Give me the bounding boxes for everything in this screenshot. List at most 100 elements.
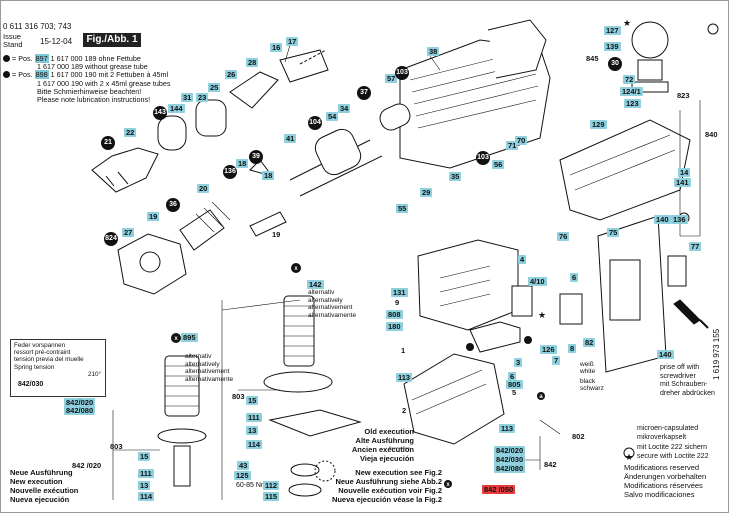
piston-part bbox=[314, 128, 362, 176]
part-139: 139 bbox=[604, 42, 621, 51]
part-126: 126 bbox=[540, 345, 557, 354]
part-124-1: 124/1 bbox=[620, 87, 643, 96]
issue-label: Issue Stand bbox=[3, 32, 23, 49]
circled-part-824: 824 bbox=[104, 232, 118, 246]
part-76: 76 bbox=[557, 232, 570, 241]
part-142: 142 bbox=[307, 280, 324, 289]
armature-alt-part bbox=[283, 295, 315, 367]
lubrication-notes: = Pos. 897 1 617 000 189 ohne Fettube 1 … bbox=[3, 54, 170, 104]
circled-part-136: 136 bbox=[223, 165, 237, 179]
part-131: 131 bbox=[391, 288, 408, 297]
part-842-050: 842 /050 bbox=[482, 485, 516, 494]
part-23: 23 bbox=[196, 93, 209, 102]
part-5: 5 bbox=[512, 388, 517, 397]
part-6: 6 bbox=[570, 273, 579, 282]
part-70: 70 bbox=[515, 136, 528, 145]
circled-part-39: 39 bbox=[249, 150, 263, 164]
part-13-left: 13 bbox=[138, 481, 151, 490]
circled-part-104: 104 bbox=[308, 116, 322, 130]
part-57: 57 bbox=[385, 74, 398, 83]
part-112: 112 bbox=[263, 481, 280, 490]
part-125: 125 bbox=[234, 471, 251, 480]
part-27: 27 bbox=[122, 228, 135, 237]
part-4: 4 bbox=[518, 255, 527, 264]
sleeve-part bbox=[157, 115, 187, 151]
part-14: 14 bbox=[678, 168, 691, 177]
circled-part-30: 30 bbox=[608, 57, 622, 71]
microen-note: microen-capsulated mikroverkapselt bbox=[637, 425, 699, 441]
part-26: 26 bbox=[225, 70, 238, 79]
svg-text:x: x bbox=[294, 266, 298, 272]
part-38: 38 bbox=[427, 47, 440, 56]
part-2: 2 bbox=[402, 406, 407, 415]
spindle-part bbox=[179, 209, 225, 251]
part-20: 20 bbox=[197, 184, 210, 193]
white-wire-label: weiß white bbox=[580, 361, 596, 375]
spring-tension-box: Feder vorspannen ressort pré-contraint t… bbox=[10, 339, 106, 397]
bullet-icon bbox=[3, 55, 10, 62]
star-icon: ★ bbox=[623, 19, 631, 29]
part-805: 805 bbox=[506, 380, 523, 389]
part-4-10: 4/10 bbox=[528, 277, 547, 286]
part-842-020-box: 842/020 bbox=[64, 398, 96, 407]
part-9: 9 bbox=[395, 298, 400, 307]
part-15: 15 bbox=[246, 396, 259, 405]
doc-number: 0 611 316 703; 743 bbox=[3, 22, 72, 31]
part-114: 114 bbox=[246, 440, 263, 449]
part-115: 115 bbox=[263, 492, 280, 501]
part-18-top: 18 bbox=[236, 159, 249, 168]
part-803-left: 803 bbox=[110, 442, 123, 451]
part-111: 111 bbox=[246, 413, 262, 422]
part-144: 144 bbox=[168, 104, 185, 113]
drawing-number: 1 619 973 155 bbox=[712, 328, 721, 380]
part-140: 140 bbox=[657, 350, 674, 359]
circled-part-21: 21 bbox=[101, 136, 115, 150]
part-75: 75 bbox=[607, 228, 620, 237]
torque-label: 60-85 Nm bbox=[236, 482, 267, 489]
part-823: 823 bbox=[677, 91, 690, 100]
part-127: 127 bbox=[604, 26, 621, 35]
bullet-icon bbox=[3, 71, 10, 79]
part-113: 113 bbox=[396, 373, 413, 382]
part-842-020-left: 842 /020 bbox=[72, 461, 102, 470]
part-19-left: 19 bbox=[147, 212, 160, 221]
flange-part bbox=[117, 233, 187, 295]
part-16: 16 bbox=[270, 43, 283, 52]
part-802: 802 bbox=[572, 432, 585, 441]
part-842-080: 842/080 bbox=[494, 464, 526, 473]
part-6-lower: 6 bbox=[508, 372, 517, 381]
part-845: 845 bbox=[586, 54, 599, 63]
circled-part-103-lower: 103 bbox=[476, 151, 490, 165]
part-113-lower: 113 bbox=[499, 424, 516, 433]
svg-text:★: ★ bbox=[538, 311, 546, 321]
part-7: 7 bbox=[552, 356, 561, 365]
part-111-left: 111 bbox=[138, 469, 154, 478]
part-17: 17 bbox=[286, 37, 299, 46]
circled-part-37: 37 bbox=[357, 86, 371, 100]
ring-part bbox=[195, 99, 227, 137]
part-114-left: 114 bbox=[138, 492, 155, 501]
part-31: 31 bbox=[181, 93, 194, 102]
part-22: 22 bbox=[124, 128, 137, 137]
stator-part bbox=[403, 353, 505, 445]
part-15-left: 15 bbox=[138, 452, 151, 461]
part-18: 18 bbox=[262, 171, 275, 180]
part-842-080-box: 842/080 bbox=[64, 406, 96, 415]
microen-icon bbox=[707, 23, 719, 35]
part-54: 54 bbox=[326, 112, 339, 121]
part-842: 842 bbox=[544, 460, 557, 469]
part-136: 136 bbox=[671, 215, 688, 224]
part-129: 129 bbox=[590, 120, 607, 129]
part-72: 72 bbox=[623, 75, 636, 84]
part-1: 1 bbox=[401, 346, 406, 355]
fan-part bbox=[631, 21, 669, 59]
part-56: 56 bbox=[492, 160, 505, 169]
part-34: 34 bbox=[338, 104, 351, 113]
black-wire-label: black schwarz bbox=[580, 378, 604, 392]
part-840: 840 bbox=[705, 130, 718, 139]
part-29: 29 bbox=[420, 188, 433, 197]
part-82: 82 bbox=[583, 338, 596, 347]
